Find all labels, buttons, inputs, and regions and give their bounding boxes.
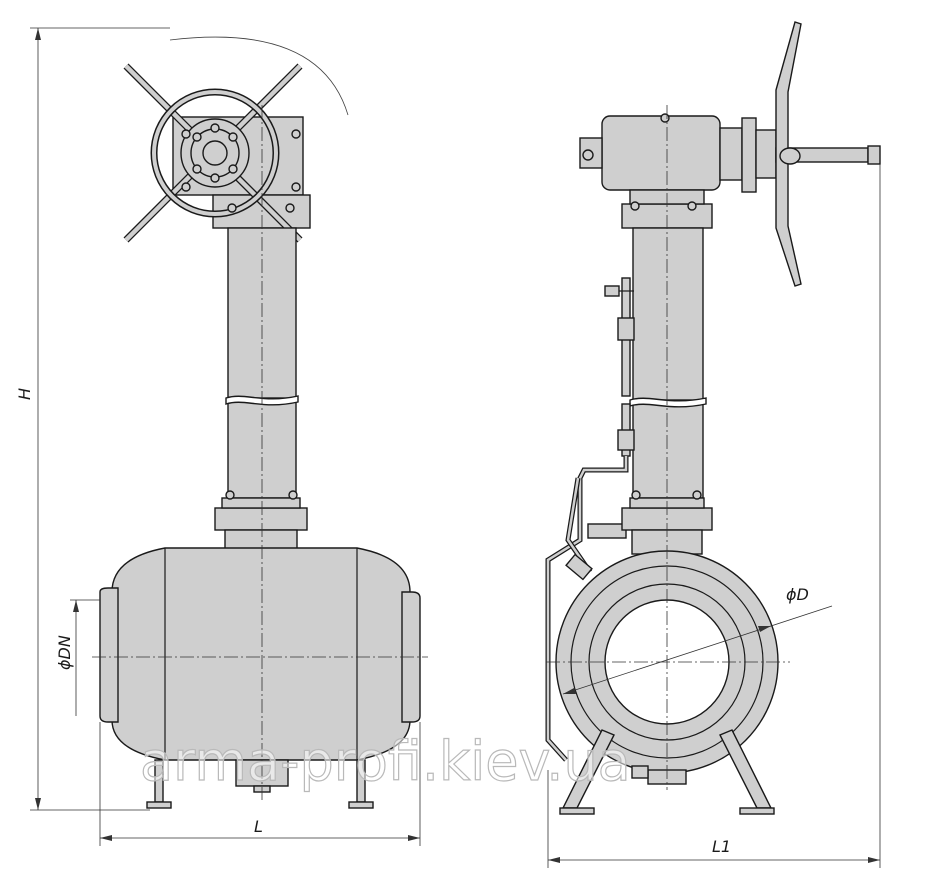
- side-adapter-flange: [741, 117, 757, 193]
- side-handwheel-hub: [779, 147, 801, 165]
- flange-bolt: [631, 490, 641, 500]
- dim-l-label: L: [254, 817, 263, 836]
- side-leg-right: [719, 729, 773, 809]
- dim-d-line: [562, 605, 833, 695]
- gearbox-bolt: [582, 149, 594, 161]
- handwheel-sweep-arc: [169, 36, 349, 116]
- front-pipe-end-left: [99, 587, 119, 723]
- side-foot-left: [559, 807, 595, 815]
- side-gearbox-adapter: [719, 127, 743, 181]
- flange-bolt: [692, 490, 702, 500]
- side-foot-right: [739, 807, 775, 815]
- flange-bolt: [285, 203, 295, 213]
- gearbox-bolt: [181, 129, 191, 139]
- side-stem-break-mark: [629, 397, 707, 408]
- front-support-foot-left: [146, 801, 172, 809]
- watermark: arma-profi.kiev.ua: [140, 730, 631, 793]
- front-view: [92, 36, 428, 809]
- front-handwheel: [123, 63, 303, 243]
- side-shaft-nut: [867, 145, 881, 165]
- gearbox-bolt: [291, 129, 301, 139]
- flange-bolt: [630, 201, 640, 211]
- side-stem-lower: [632, 403, 704, 499]
- side-view: [545, 21, 881, 815]
- side-input-housing: [755, 129, 777, 179]
- dim-h-label: H: [15, 388, 34, 400]
- front-valve-body: [111, 547, 411, 761]
- side-stem-upper: [632, 227, 704, 401]
- side-drain-valve: [631, 765, 649, 779]
- dim-dn-label: ϕDN: [55, 635, 74, 670]
- side-drain-line: [545, 277, 635, 762]
- gearbox-bolt: [660, 113, 670, 123]
- front-support-foot-right: [348, 801, 374, 809]
- flange-bolt: [687, 201, 697, 211]
- flange-bolt: [288, 490, 298, 500]
- dim-l1-label: L1: [712, 837, 731, 856]
- dim-d-label: ϕD: [786, 585, 809, 604]
- front-flange-hub: [221, 497, 301, 509]
- side-handwheel: [775, 21, 802, 287]
- front-lower-flange: [214, 507, 308, 531]
- flange-bolt: [227, 203, 237, 213]
- flange-bolt: [225, 490, 235, 500]
- dimensions: H L L1 ϕDN ϕD: [15, 27, 881, 868]
- gearbox-bolt: [181, 182, 191, 192]
- side-gearbox: [601, 115, 721, 191]
- gearbox-bolt: [291, 182, 301, 192]
